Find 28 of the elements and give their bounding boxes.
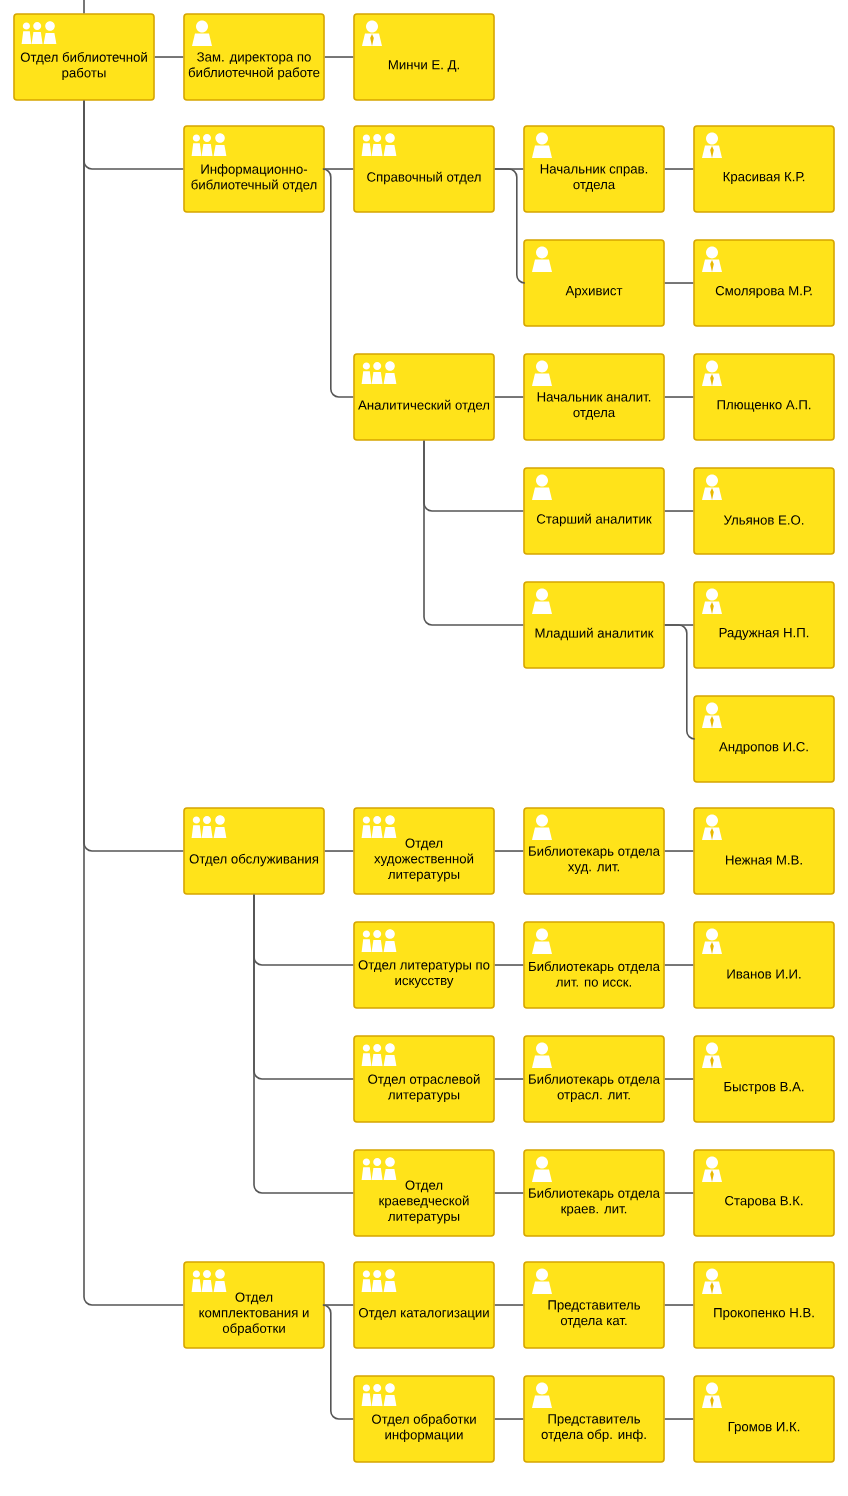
connector-line bbox=[494, 1418, 524, 1420]
connector-line bbox=[664, 1192, 694, 1194]
connector-line bbox=[154, 56, 184, 58]
connector-line bbox=[664, 168, 694, 170]
connector-line bbox=[83, 100, 184, 1306]
connector-line bbox=[324, 168, 354, 170]
connector-line bbox=[324, 56, 354, 58]
connector-line bbox=[664, 1078, 694, 1080]
connector-line bbox=[664, 964, 694, 966]
connector-line bbox=[83, 0, 85, 15]
connector-line bbox=[664, 510, 694, 512]
connector-line bbox=[664, 396, 694, 398]
connector-line bbox=[664, 1418, 694, 1420]
connector-line bbox=[664, 282, 694, 284]
connector-line bbox=[494, 850, 524, 852]
connector-line bbox=[324, 850, 354, 852]
connector-line bbox=[494, 168, 526, 284]
connector-line bbox=[664, 1304, 694, 1306]
connector-line bbox=[664, 624, 696, 740]
connector-line bbox=[494, 396, 524, 398]
connector-line bbox=[494, 964, 524, 966]
connector-line bbox=[253, 894, 354, 1194]
connector-line bbox=[423, 440, 524, 626]
connector-line bbox=[664, 850, 694, 852]
connector-line bbox=[494, 1192, 524, 1194]
connector-line bbox=[324, 1304, 354, 1306]
connector-line bbox=[494, 1304, 524, 1306]
connector-line bbox=[494, 1078, 524, 1080]
